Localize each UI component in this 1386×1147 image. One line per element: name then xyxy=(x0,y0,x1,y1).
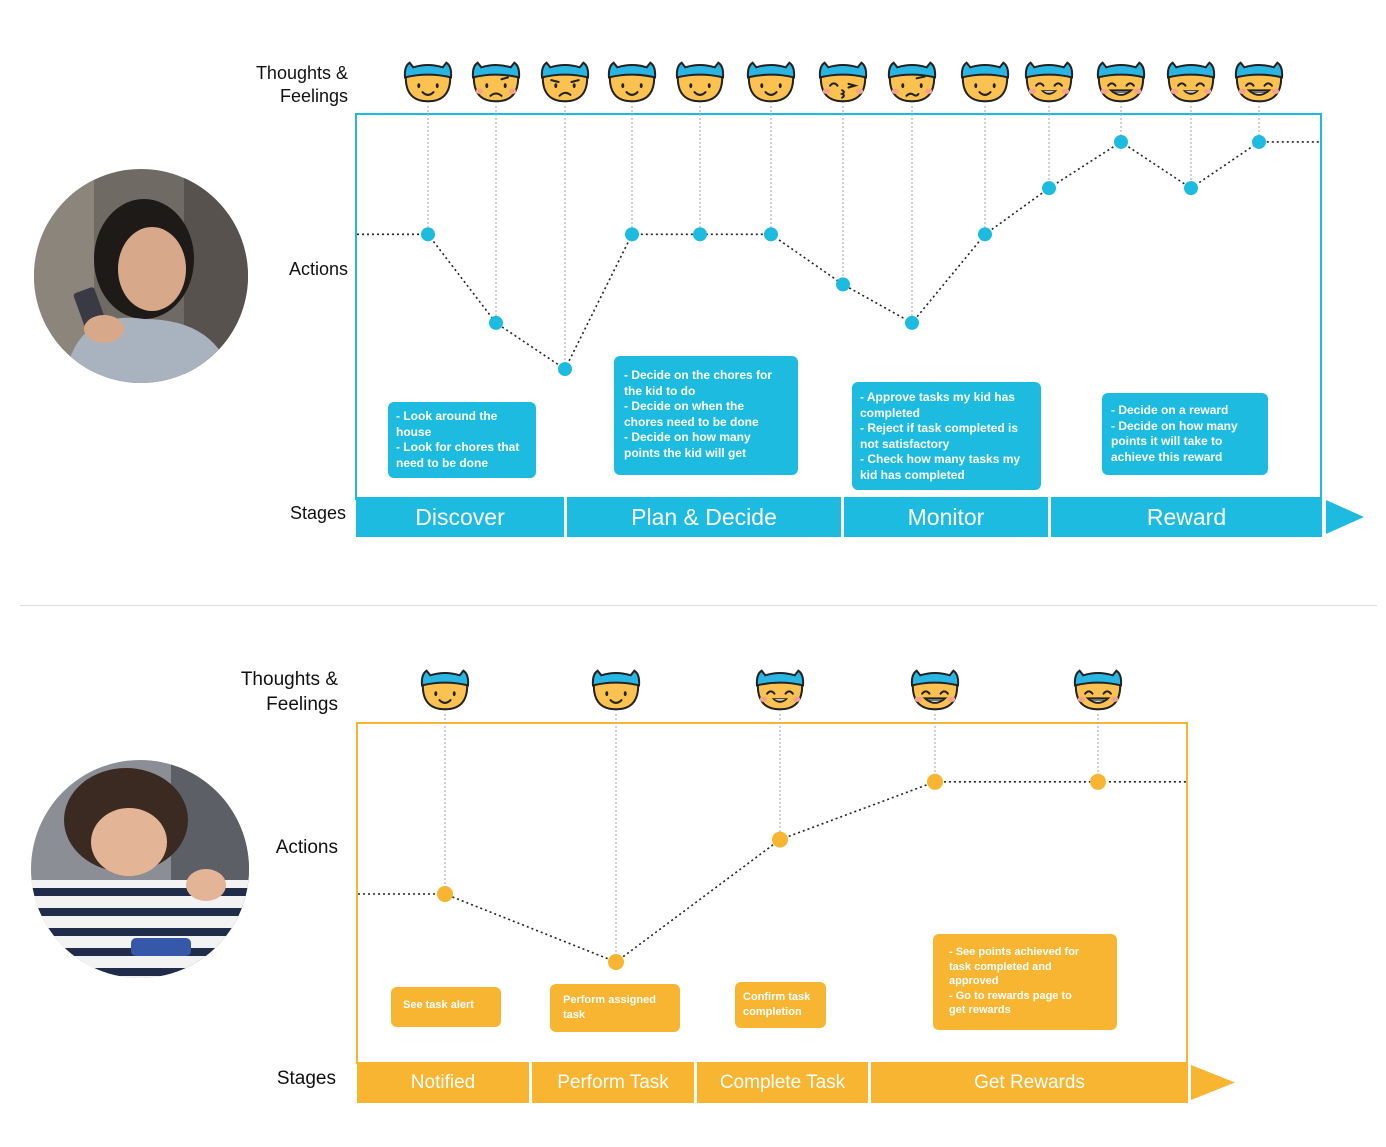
parent-action-point xyxy=(421,227,435,242)
parent-grin-face-icon xyxy=(1024,61,1074,103)
parent-confused-face-icon xyxy=(887,61,937,103)
parent-action-point xyxy=(558,362,572,377)
parent-smile-face-icon xyxy=(607,61,657,103)
kid-timeline-arrow-icon xyxy=(1191,1065,1235,1100)
parent-wink-pout-face-icon xyxy=(818,61,868,103)
kid-grin-face-icon xyxy=(755,669,805,711)
kid-stage-perform: Perform Task xyxy=(532,1062,694,1103)
parent-note-discover: - Look around the house - Look for chore… xyxy=(388,402,536,478)
parent-thoughts-label: Thoughts & Feelings xyxy=(255,63,348,106)
kid-action-point xyxy=(608,954,624,970)
kid-chart xyxy=(358,714,1186,970)
kid-note-perform: Perform assigned task xyxy=(550,984,680,1032)
kid-note-rewards: - See points achieved for task completed… xyxy=(933,934,1117,1030)
parent-big-grin-face-icon xyxy=(1096,61,1146,103)
kid-note-notified: See task alert xyxy=(391,987,501,1027)
parent-note-plan: - Decide on the chores for the kid to do… xyxy=(614,356,798,475)
kid-thoughts-label: Thoughts & Feelings xyxy=(240,669,338,715)
parent-action-point xyxy=(489,315,503,330)
parent-worried-face-icon xyxy=(471,61,521,103)
parent-action-point xyxy=(693,227,707,242)
kid-action-point xyxy=(772,831,788,848)
kid-actions-label: Actions xyxy=(275,837,338,858)
section-divider xyxy=(20,605,1377,606)
kid-smile-face-icon xyxy=(591,669,641,711)
woman-with-phone-photo-icon xyxy=(34,169,248,383)
parent-action-point xyxy=(1184,181,1198,196)
kid-stage-notified: Notified xyxy=(357,1062,529,1103)
kid-big-grin-face-icon xyxy=(1073,669,1123,711)
parent-smile-face-icon xyxy=(960,61,1010,103)
kid-action-point xyxy=(1090,773,1106,790)
parent-action-point xyxy=(978,227,992,242)
parent-note-monitor: - Approve tasks my kid has completed - R… xyxy=(852,382,1041,490)
parent-stage-discover: Discover xyxy=(356,497,564,537)
kid-action-point xyxy=(927,773,943,790)
parent-action-point xyxy=(1042,181,1056,196)
kid-stage-complete: Complete Task xyxy=(697,1062,868,1103)
parent-actions-label: Actions xyxy=(288,259,348,279)
girl-in-striped-shirt-photo-icon xyxy=(31,760,249,978)
kid-avatar xyxy=(31,760,249,978)
parent-journey-frame xyxy=(355,113,1322,500)
parent-frown-face-icon xyxy=(540,61,590,103)
parent-grin-face-icon xyxy=(1166,61,1216,103)
kid-big-grin-face-icon xyxy=(910,669,960,711)
parent-note-reward: - Decide on a reward - Decide on how man… xyxy=(1102,393,1268,475)
kid-note-complete: Confirm task completion xyxy=(735,982,826,1028)
parent-action-point xyxy=(764,227,778,242)
kid-journey-frame xyxy=(356,722,1188,1064)
kid-action-point xyxy=(437,886,453,902)
parent-chart xyxy=(357,106,1320,377)
kid-stage-rewards: Get Rewards xyxy=(871,1062,1188,1103)
parent-smile-face-icon xyxy=(675,61,725,103)
parent-stage-monitor: Monitor xyxy=(844,497,1048,537)
parent-smile-face-icon xyxy=(746,61,796,103)
parent-timeline-arrow-icon xyxy=(1326,500,1364,534)
kid-stages-label: Stages xyxy=(276,1068,336,1089)
kid-smile-face-icon xyxy=(420,669,470,711)
parent-action-point xyxy=(1252,134,1266,149)
parent-smile-face-icon xyxy=(403,61,453,103)
parent-stages-label: Stages xyxy=(289,503,346,523)
parent-action-point xyxy=(836,277,850,292)
kid-journey-line xyxy=(358,780,1186,963)
parent-action-point xyxy=(905,315,919,330)
parent-journey-line xyxy=(357,140,1320,371)
parent-action-point xyxy=(1114,134,1128,149)
parent-action-point xyxy=(625,227,639,242)
parent-avatar xyxy=(34,169,248,383)
parent-stage-reward: Reward xyxy=(1051,497,1322,537)
parent-stage-plan: Plan & Decide xyxy=(567,497,841,537)
parent-big-grin-face-icon xyxy=(1234,61,1284,103)
